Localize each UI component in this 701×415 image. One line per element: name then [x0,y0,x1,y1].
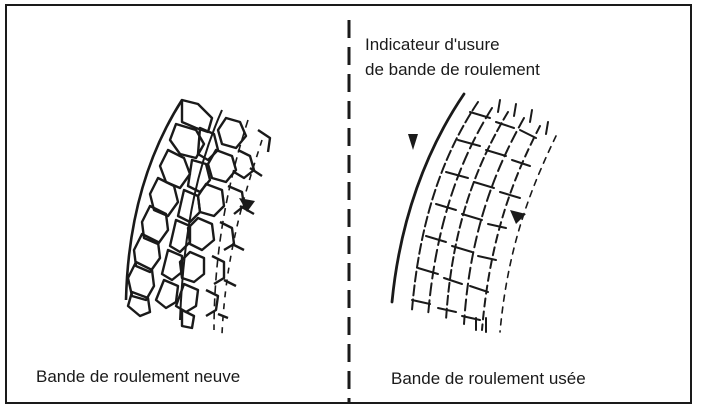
worn-tread-drawing [392,94,556,332]
worn-tread-caption: Bande de roulement usée [391,370,586,387]
wear-indicator-label: Indicateur d'usure de bande de roulement [365,32,540,82]
new-tread-caption: Bande de roulement neuve [36,368,240,385]
wear-indicator-label-line2: de bande de roulement [365,57,540,82]
worn-tread-outer-indicator-icon [408,134,418,150]
new-tread-drawing [126,100,270,334]
wear-indicator-label-line1: Indicateur d'usure [365,32,540,57]
